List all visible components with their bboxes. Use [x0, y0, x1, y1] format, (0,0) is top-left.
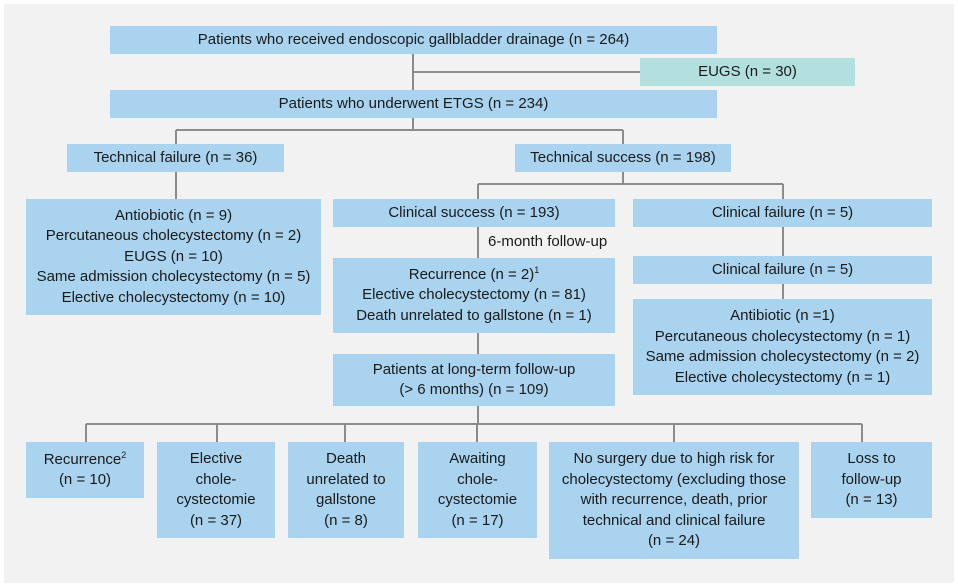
box-cs-outcomes: Recurrence (n = 2)1 Elective cholecystec… [333, 258, 615, 333]
bottom-recurrence-label: Recurrence2 [44, 450, 127, 471]
box-clinical-failure-2: Clinical failure (n = 5) [633, 256, 932, 284]
bottom-awaiting-line-4: (n = 17) [451, 511, 504, 529]
bottom-elective-line-1: Elective [189, 450, 243, 467]
cs-outcome-death: Death unrelated to gallstone (n = 1) [356, 306, 592, 324]
tf-outcome-eugs: EUGS (n = 10) [124, 247, 223, 265]
bottom-no-surgery-line-5: (n = 24) [647, 532, 701, 550]
cs-outcome-recurrence: Recurrence (n = 2)1 [409, 265, 540, 286]
bottom-death-line-3: gallstone [315, 491, 377, 508]
box-clinical-failure-label: Clinical failure (n = 5) [711, 203, 854, 221]
box-endoscopic-drainage-label: Patients who received endoscopic gallbla… [197, 30, 630, 48]
box-bottom-death: Death unrelated to gallstone (n = 8) [288, 442, 404, 538]
cf-outcome-percutaneous: Percutaneous cholecystectomy (n = 1) [654, 327, 911, 345]
bottom-death-line-2: unrelated to [306, 470, 386, 488]
box-technical-failure: Technical failure (n = 36) [67, 144, 284, 172]
bottom-no-surgery-line-4: technical and clinical failure [582, 511, 766, 529]
box-clinical-success-label: Clinical success (n = 193) [388, 203, 560, 221]
bottom-recurrence-n: (n = 10) [58, 471, 112, 488]
box-eugs: EUGS (n = 30) [640, 58, 855, 86]
bottom-death-line-1: Death [325, 450, 367, 467]
box-eugs-label: EUGS (n = 30) [698, 62, 797, 80]
bottom-loss-line-3: (n = 13) [845, 491, 898, 509]
box-technical-failure-label: Technical failure (n = 36) [93, 148, 258, 166]
tf-outcome-percutaneous: Percutaneous cholecystectomy (n = 2) [45, 227, 302, 245]
followup-annotation: 6-month follow-up [488, 232, 608, 252]
bottom-awaiting-line-1: Awaiting [449, 450, 506, 467]
box-cf-outcomes: Antibiotic (n =1) Percutaneous cholecyst… [633, 299, 932, 395]
box-longterm-followup: Patients at long-term follow-up (> 6 mon… [333, 354, 615, 406]
box-bottom-awaiting: Awaiting chole- cystectomie (n = 17) [418, 442, 537, 538]
cf-outcome-same-admission: Same admission cholecystectomy (n = 2) [645, 348, 920, 365]
box-etgs-label: Patients who underwent ETGS (n = 234) [278, 94, 549, 112]
box-tf-outcomes: Antiobiotic (n = 9) Percutaneous cholecy… [26, 199, 321, 315]
tf-outcome-elective: Elective cholecystectomy (n = 10) [61, 288, 286, 306]
bottom-no-surgery-line-1: No surgery due to high risk for [573, 450, 775, 468]
bottom-no-surgery-line-2: cholecystectomy (excluding those [561, 470, 787, 488]
box-clinical-success: Clinical success (n = 193) [333, 199, 615, 227]
box-bottom-no-surgery: No surgery due to high risk for cholecys… [549, 442, 799, 559]
footnote-1-marker: 1 [534, 264, 540, 275]
longterm-line-1: Patients at long-term follow-up [372, 360, 576, 378]
bottom-death-line-4: (n = 8) [324, 511, 368, 529]
cf-outcome-antibiotic: Antibiotic (n =1) [730, 307, 835, 324]
box-endoscopic-drainage: Patients who received endoscopic gallbla… [110, 26, 717, 54]
box-bottom-loss: Loss to follow-up (n = 13) [811, 442, 932, 518]
box-clinical-failure-2-label: Clinical failure (n = 5) [711, 260, 854, 278]
box-technical-success-label: Technical success (n = 198) [530, 148, 716, 166]
bottom-elective-line-3: cystectomie [176, 491, 256, 508]
tf-outcome-same-admission: Same admission cholecystectomy (n = 5) [36, 268, 311, 286]
box-bottom-elective: Elective chole- cystectomie (n = 37) [157, 442, 275, 538]
box-technical-success: Technical success (n = 198) [515, 144, 731, 172]
tf-outcome-antibiotic: Antiobiotic (n = 9) [114, 206, 233, 224]
bottom-awaiting-line-2: chole- [457, 470, 498, 488]
box-etgs: Patients who underwent ETGS (n = 234) [110, 90, 717, 118]
bottom-no-surgery-line-3: with recurrence, death, prior [580, 491, 768, 509]
box-bottom-recurrence: Recurrence2 (n = 10) [26, 442, 144, 498]
cs-outcome-recurrence-label: Recurrence (n = 2) [408, 265, 535, 283]
bottom-awaiting-line-3: cystectomie [437, 491, 518, 508]
box-clinical-failure: Clinical failure (n = 5) [633, 199, 932, 227]
longterm-line-2: (> 6 months) (n = 109) [399, 381, 549, 398]
cf-outcome-elective: Elective cholecystectomy (n = 1) [674, 368, 891, 386]
cs-outcome-elective: Elective cholecystectomy (n = 81) [362, 286, 586, 304]
bottom-recurrence-text: Recurrence [43, 450, 122, 468]
bottom-loss-line-2: follow-up [841, 470, 902, 488]
bottom-loss-line-1: Loss to [847, 450, 896, 468]
bottom-elective-line-4: (n = 37) [189, 511, 243, 529]
footnote-2-marker: 2 [121, 449, 127, 460]
bottom-elective-line-2: chole- [195, 470, 237, 488]
